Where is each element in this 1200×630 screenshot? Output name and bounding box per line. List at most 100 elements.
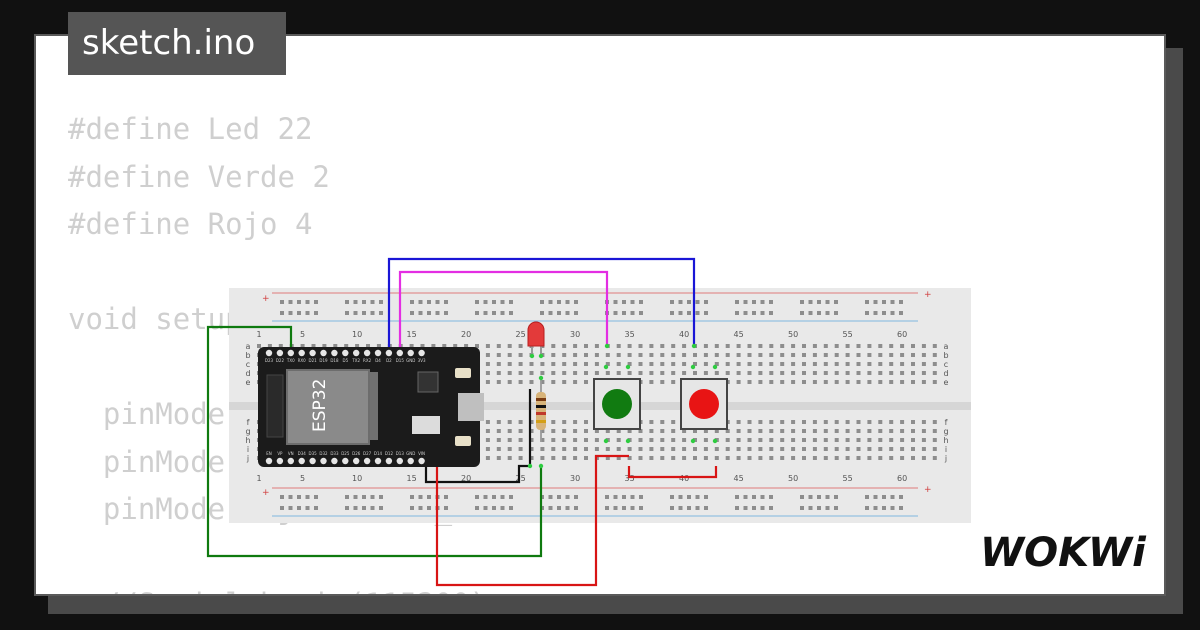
board-pin[interactable] [342,349,349,357]
board-pin[interactable] [385,457,393,465]
breadboard-label: f [945,418,948,427]
wire-magenta[interactable] [398,270,609,348]
board-pin[interactable] [418,457,425,465]
board-pin-label: D18 [330,358,339,363]
board-pin-label: D32 [319,451,328,456]
breadboard-label: g [943,427,948,436]
board-pin[interactable] [320,457,327,465]
breadboard-label: i [247,445,249,454]
board-pin[interactable] [374,349,382,357]
green-pushbutton[interactable] [593,364,641,444]
board-pin[interactable] [298,457,305,465]
code-line: #define Led 22 [68,112,313,146]
board-pin[interactable] [363,457,371,465]
board-pin[interactable] [407,349,414,357]
board-pin[interactable] [320,349,327,357]
board-pin-label: GND [406,358,415,363]
board-pin[interactable] [353,349,360,357]
breadboard-label: 30 [570,330,580,339]
board-pin-label: D33 [330,451,339,456]
breadboard-label: 1 [256,474,261,483]
wire-black[interactable] [424,389,532,484]
board-pin-label: VN [288,451,294,456]
board-pin[interactable] [287,349,294,357]
board-pin-label: D19 [319,358,328,363]
code-line: #define Verde 2 [68,159,330,194]
breadboard-label: 55 [843,474,853,483]
breadboard-label: e [246,378,251,387]
board-pin-label: VIN [418,451,425,456]
esp32-label: ESP32 [310,379,330,432]
breadboard-label: 1 [256,330,261,339]
breadboard-label: b [245,351,250,360]
board-pin[interactable] [396,457,403,465]
connection-dot [691,343,697,349]
breadboard-label: e [944,378,949,387]
board-pin[interactable] [331,349,338,357]
breadboard-label: 60 [897,330,907,339]
breadboard-label: 30 [570,474,580,483]
board-pin-label: D14 [374,451,383,456]
board-pin[interactable] [298,349,305,357]
board-pin[interactable] [276,349,284,357]
breadboard-label: c [944,360,948,369]
board-pin[interactable] [276,457,284,465]
board-pin-label: VP [277,451,283,456]
breadboard-label: 25 [516,474,526,483]
board-pin-label: RX2 [363,358,372,363]
board-pin[interactable] [342,457,349,465]
rail-plus-right-top: + [924,290,932,300]
board-pin[interactable] [385,349,393,357]
wire-red-bridge[interactable] [627,466,718,479]
board-pin-label: D4 [375,358,381,363]
red-led[interactable] [527,321,545,359]
board-pin[interactable] [374,457,382,465]
breadboard-label: 40 [679,330,689,339]
connection-dot [604,343,610,349]
board-pin[interactable] [265,349,273,357]
breadboard-label: b [943,351,948,360]
breadboard-label: h [943,436,948,445]
board-pin[interactable] [309,457,316,465]
rail-plus-right-bottom: + [924,485,932,495]
board-pin[interactable] [331,457,338,465]
code-line: #define Rojo 4 [68,207,313,241]
breadboard-label: 20 [461,330,471,339]
breadboard-label: d [245,369,250,378]
breadboard-label: 15 [407,474,417,483]
resistor[interactable] [536,375,546,442]
breadboard-label: 20 [461,474,471,483]
breadboard-label: d [943,369,948,378]
breadboard-label: j [944,454,947,463]
red-pushbutton[interactable] [680,364,728,444]
breadboard-label: a [944,342,949,351]
board-pin[interactable] [265,457,273,465]
board-pin-label: D2 [386,358,392,363]
breadboard-label: h [245,436,250,445]
board-pin[interactable] [287,457,294,465]
connection-dot [538,463,544,469]
board-pin-label: D34 [298,451,307,456]
wire-blue[interactable] [387,257,696,348]
board-pin-label: D15 [396,358,405,363]
board-pin-label: RX0 [298,358,307,363]
board-pin[interactable] [407,457,414,465]
board-pin[interactable] [353,457,360,465]
breadboard-label: 50 [788,330,798,339]
wire-red[interactable] [435,454,629,587]
board-pin[interactable] [418,349,425,357]
breadboard-label: 50 [788,474,798,483]
board-pin[interactable] [363,349,371,357]
breadboard-label: 35 [625,330,635,339]
board-pin-label: D5 [342,358,348,363]
wire-green[interactable] [206,325,543,558]
board-pin-label: TX2 [351,358,360,363]
board-pin-label: GND [406,451,415,456]
board-pin-label: D23 [265,358,274,363]
esp32-board[interactable]: D23END22VPTX0VNRX0D34D21D35D19D32D18D33D… [258,347,484,467]
board-pin[interactable] [396,349,403,357]
file-tab[interactable]: sketch.ino [68,12,286,75]
rail-plus-left-bottom: + [262,488,270,498]
board-pin[interactable] [309,349,316,357]
breadboard-label: 25 [516,330,526,339]
